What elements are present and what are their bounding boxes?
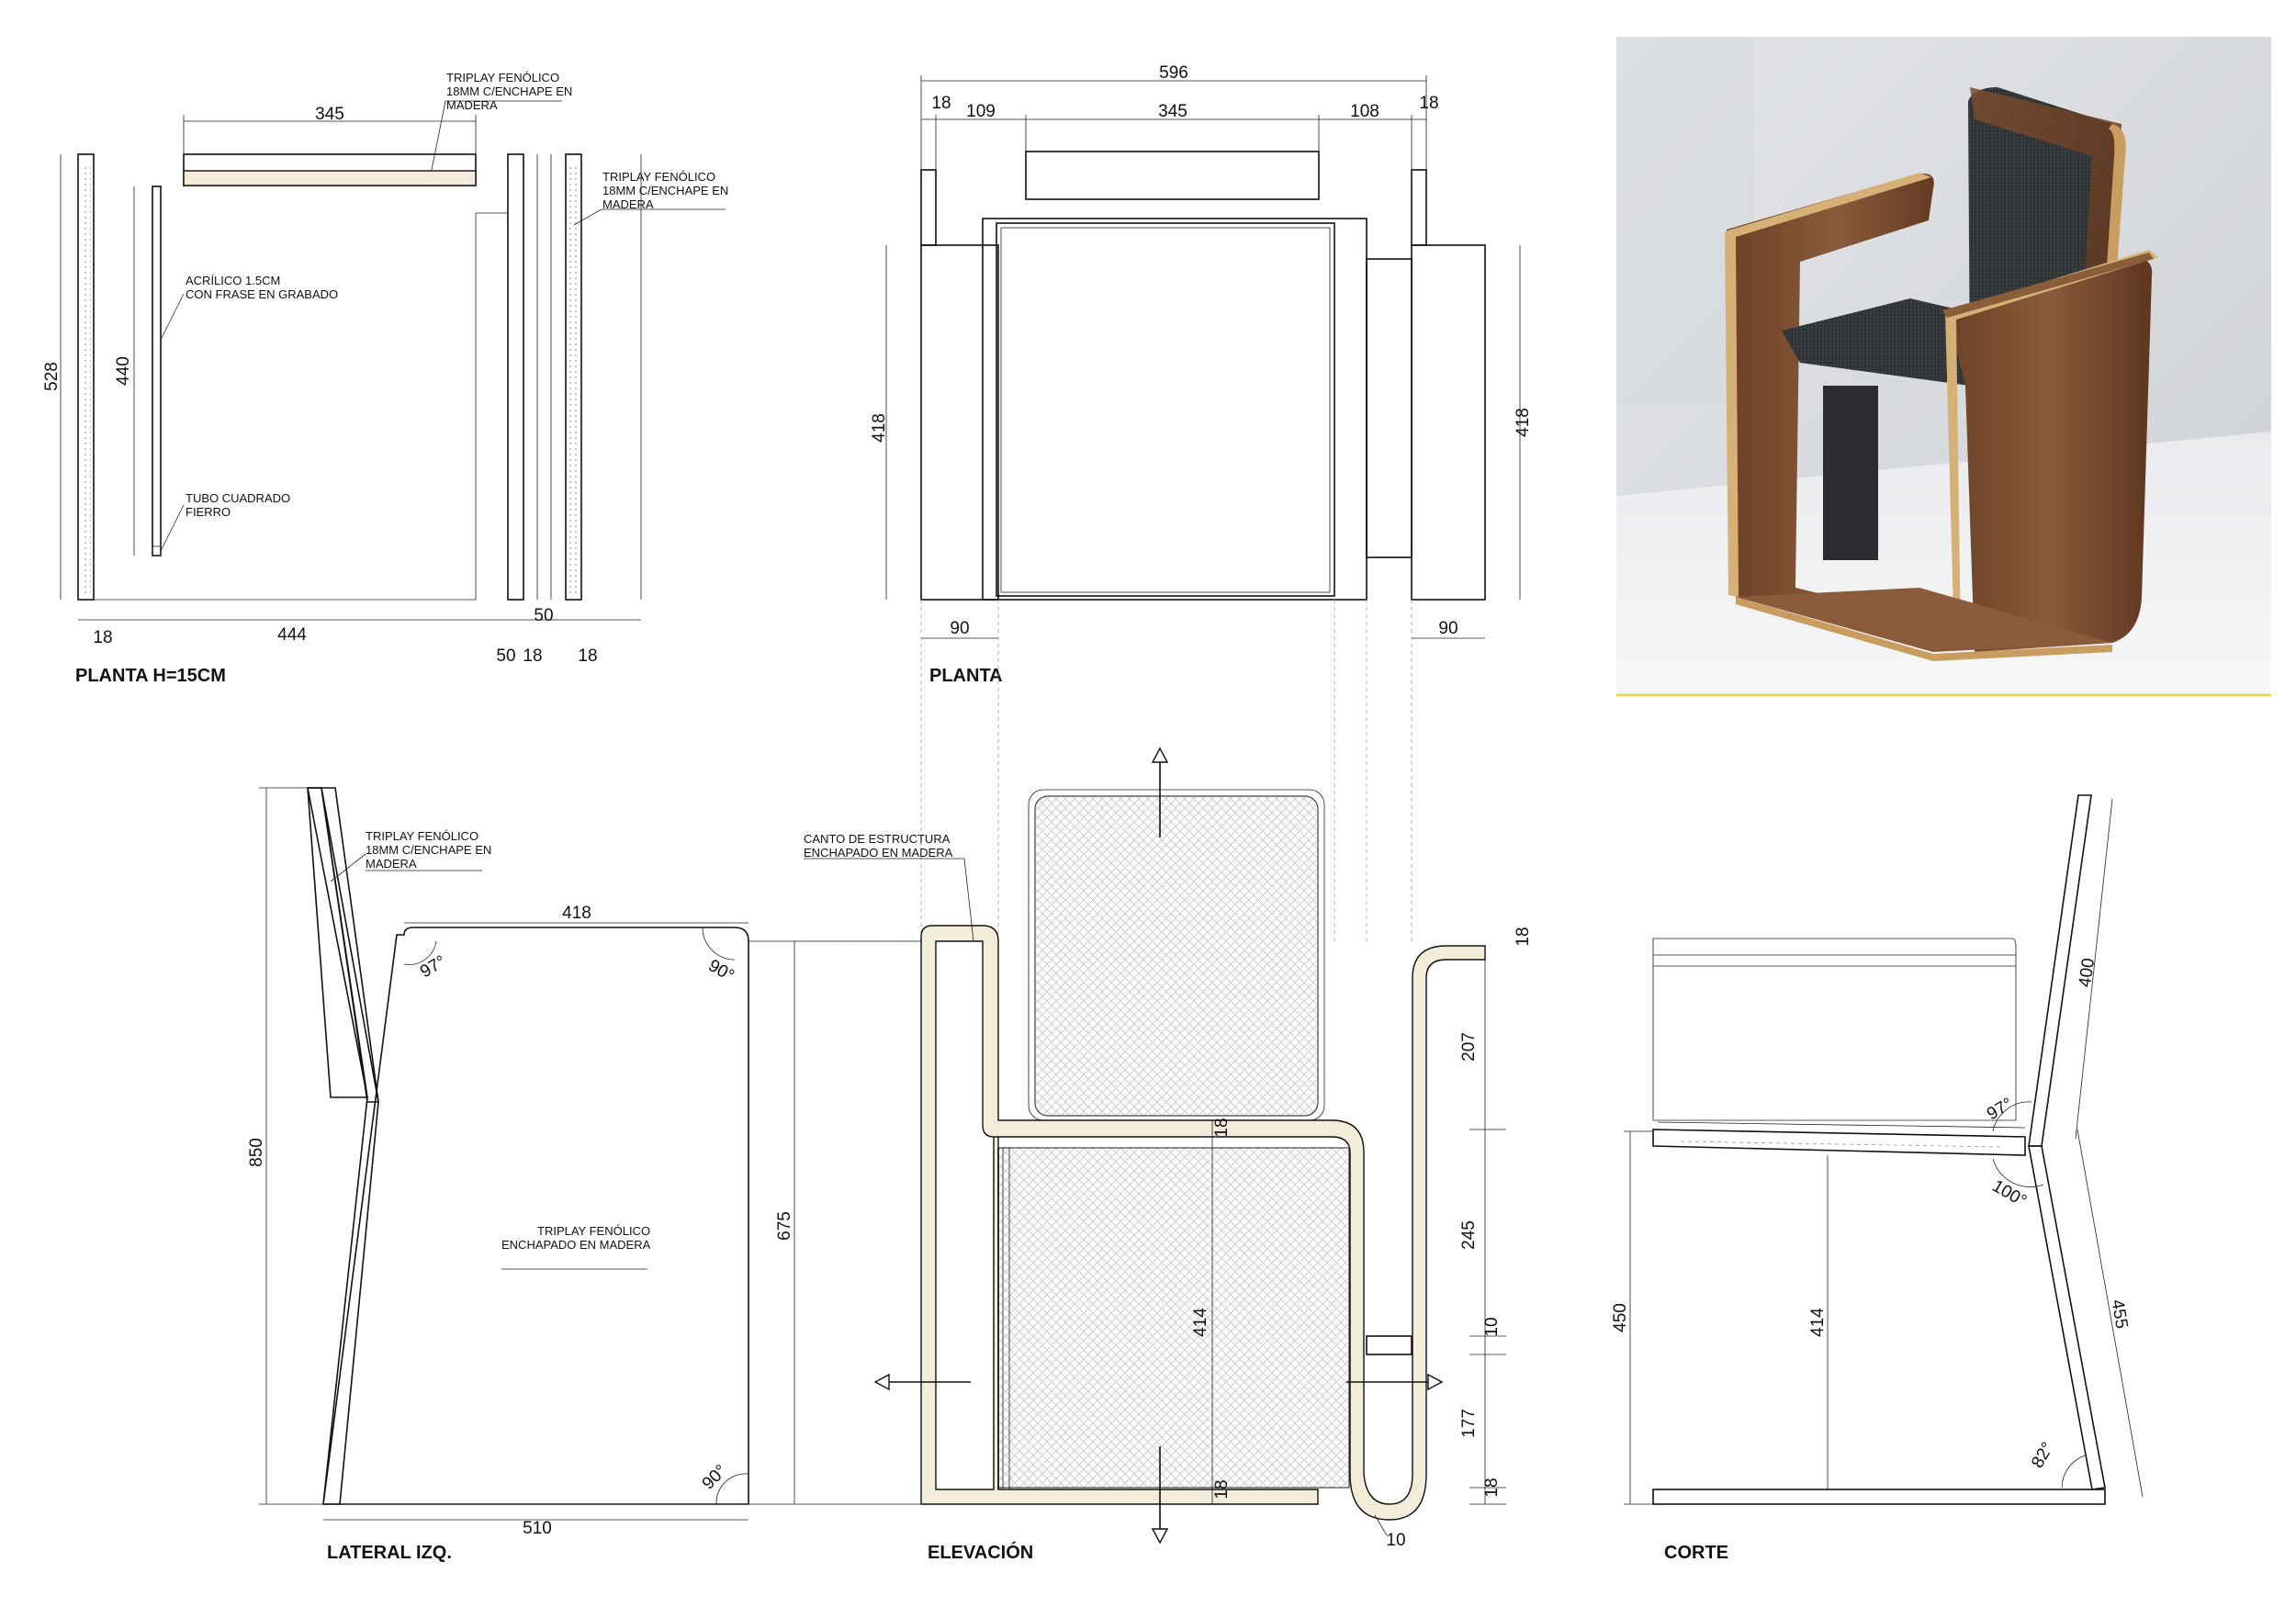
square-tube [152,545,162,556]
dim-18-bot: 18 [1482,1478,1502,1497]
plan-view: 596 18 109 345 108 18 418 418 90 90 PLAN… [794,63,1533,942]
dim-18-b: 18 [523,646,542,666]
dim-18-seat: 18 [1212,1118,1232,1137]
elevation-view: 18 207 245 10 177 18 18 414 18 10 CANTO … [804,747,1533,1563]
dim-18-a: 18 [93,628,112,647]
angle-90-lat-b: 90° [699,1461,731,1493]
note-tubo-2: FIERRO [186,505,231,519]
note-triplay-c-1: TRIPLAY FENÓLICO [366,829,478,843]
title-lateral: LATERAL IZQ. [327,1543,452,1563]
angle-100-co: 100° [1989,1176,2031,1211]
dim-440: 440 [114,356,133,386]
dim-50-b: 50 [534,606,553,625]
note-triplay-b-2: 18MM C/ENCHAPE EN [602,184,728,197]
note-acrilico-1: ACRÍLICO 1.5CM [186,274,280,287]
dim-10-b: 10 [1386,1531,1405,1550]
dim-414-el: 414 [1191,1308,1210,1337]
note-canto-1: CANTO DE ESTRUCTURA [804,832,951,846]
acrylic-panel [152,185,162,556]
note-tubo-1: TUBO CUADRADO [186,491,290,505]
right-board-b [565,153,582,601]
dim-850: 850 [247,1138,266,1167]
top-board [183,170,477,186]
dim-207: 207 [1459,1032,1479,1062]
dim-108: 108 [1350,102,1379,121]
dim-345: 345 [315,105,344,124]
dim-450: 450 [1611,1303,1630,1332]
dim-18-left: 18 [931,94,951,113]
title-elevacion: ELEVACIÓN [928,1541,1033,1563]
dim-10-a: 10 [1482,1317,1502,1336]
angle-97-co: 97° [1984,1095,2016,1125]
left-board [77,153,95,601]
note-acrilico-2: CON FRASE EN GRABADO [186,287,338,301]
note-triplay-b-1: TRIPLAY FENÓLICO [602,170,715,184]
dim-675: 675 [775,1211,794,1241]
dim-18-c: 18 [578,646,597,666]
dim-444: 444 [277,625,307,645]
dim-510: 510 [523,1519,552,1538]
left-board-hatch [81,165,91,597]
dim-90-left: 90 [950,619,969,638]
plan-h15-view: 345 528 440 18 444 50 18 18 50 TRIPLAY F… [42,71,728,686]
lateral-view: 97° 90° 90° 418 850 675 510 TRIPLAY FENÓ… [247,787,921,1563]
dim-245: 245 [1459,1220,1479,1250]
dim-418-lat: 418 [562,904,591,923]
dim-18-floor: 18 [1212,1479,1232,1499]
dim-528: 528 [42,362,62,391]
section-view: 400 97° 100° 450 414 455 82° CORTE [1611,794,2144,1563]
dim-177: 177 [1459,1409,1479,1438]
dim-50-a: 50 [496,646,515,666]
dim-418-left: 418 [870,413,889,443]
note-enchapado-2: ENCHAPADO EN MADERA [501,1238,651,1252]
dim-400: 400 [2076,957,2099,988]
dim-418-right: 418 [1514,408,1533,437]
note-triplay-c-3: MADERA [366,857,417,871]
angle-97-lat: 97° [417,952,449,983]
dim-109: 109 [966,102,996,121]
right-board-a [507,153,524,601]
note-triplay-a-1: TRIPLAY FENÓLICO [446,71,559,84]
note-triplay-b-3: MADERA [602,197,654,211]
angle-82-co: 82° [2028,1439,2058,1471]
title-corte: CORTE [1664,1543,1728,1563]
dim-18-top: 18 [1514,927,1533,946]
title-planta: PLANTA [929,666,1003,686]
title-planta-h15: PLANTA H=15CM [75,666,226,686]
dim-345-plan: 345 [1158,102,1187,121]
note-canto-2: ENCHAPADO EN MADERA [804,846,953,860]
dim-596: 596 [1159,63,1188,83]
dim-414-co: 414 [1808,1308,1828,1337]
note-enchapado-1: TRIPLAY FENÓLICO [537,1224,650,1238]
note-triplay-a-3: MADERA [446,98,498,112]
angle-90-lat-a: 90° [705,956,737,986]
dim-455: 455 [2107,1298,2131,1331]
chair-render-image [1616,37,2271,697]
dim-18-right: 18 [1419,94,1438,113]
note-triplay-c-2: 18MM C/ENCHAPE EN [366,843,491,857]
note-triplay-a-2: 18MM C/ENCHAPE EN [446,84,572,98]
dim-90-right: 90 [1438,619,1458,638]
